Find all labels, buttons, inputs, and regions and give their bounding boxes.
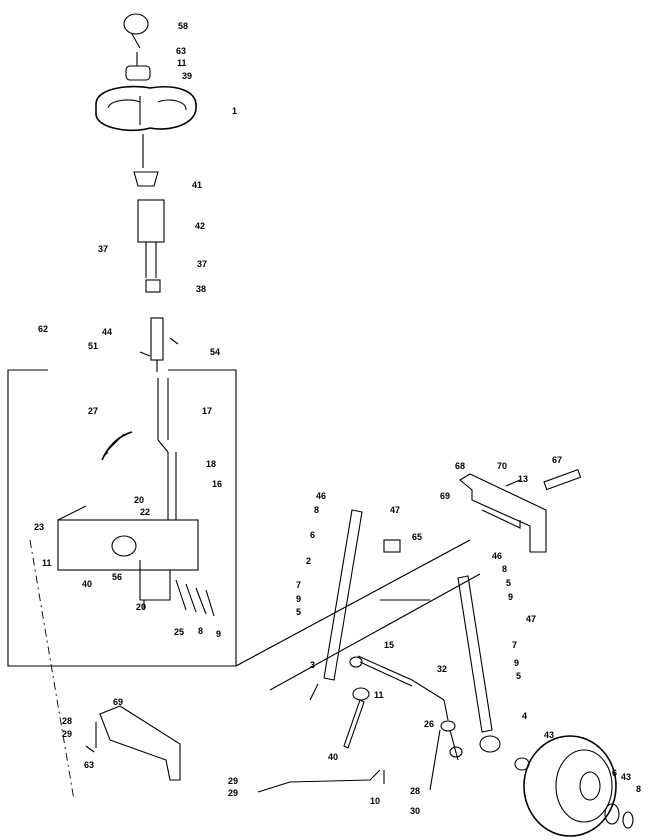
part-label-5-left: 5	[296, 607, 302, 617]
part-label-8-left: 8	[314, 505, 320, 515]
part-label-37-right: 37	[197, 259, 208, 269]
front-wheel-part	[514, 735, 634, 837]
part-label-29-bottom-b: 29	[228, 788, 239, 798]
part-label-47-left: 47	[390, 505, 401, 515]
left-axle-bracket-part	[85, 705, 181, 781]
part-label-20-bottom: 20	[136, 602, 147, 612]
part-label-70: 70	[497, 461, 508, 471]
part-label-9-right: 9	[514, 658, 520, 668]
part-label-46-right: 46	[492, 551, 503, 561]
part-label-47-right: 47	[526, 614, 537, 624]
part-label-11-lower: 11	[374, 690, 384, 700]
part-label-26: 26	[424, 719, 435, 729]
part-label-38: 38	[196, 284, 207, 294]
tie-rod-part	[349, 655, 449, 721]
part-label-63: 63	[176, 46, 187, 56]
part-label-9-right-top: 9	[508, 592, 514, 602]
part-label-23: 23	[34, 522, 45, 532]
axle-bracket-part	[459, 468, 582, 553]
part-label-8-inset: 8	[198, 626, 204, 636]
part-label-29-lower: 29	[62, 729, 73, 739]
part-label-17: 17	[202, 406, 213, 416]
part-label-13: 13	[518, 474, 529, 484]
part-label-41: 41	[192, 180, 203, 190]
part-label-32: 32	[437, 664, 448, 674]
part-label-69-lower: 69	[113, 697, 124, 707]
part-label-25: 25	[174, 627, 185, 637]
part-label-54: 54	[210, 347, 221, 357]
part-label-9-left: 9	[296, 594, 302, 604]
part-label-46-left: 46	[316, 491, 327, 501]
part-label-51: 51	[88, 341, 99, 351]
steering-shaft-part	[157, 378, 177, 520]
steering-adapter-part	[125, 52, 151, 81]
part-label-27: 27	[88, 406, 99, 416]
part-label-5-right-top: 5	[506, 578, 512, 588]
part-label-29-bottom-a: 29	[228, 776, 239, 786]
steering-bushing-part	[145, 242, 161, 293]
steering-gear-inset-box	[7, 369, 237, 667]
part-label-10: 10	[370, 796, 381, 806]
part-label-15: 15	[384, 640, 395, 650]
part-label-6-left: 6	[310, 530, 316, 540]
lower-drag-link-part	[257, 687, 385, 793]
part-label-22: 22	[140, 507, 151, 517]
part-label-42: 42	[195, 221, 206, 231]
part-label-63-lower: 63	[84, 760, 95, 770]
part-label-7-right: 7	[512, 640, 518, 650]
part-label-40-inset: 40	[82, 579, 93, 589]
part-label-2: 2	[306, 556, 312, 566]
part-label-40-lower: 40	[328, 752, 339, 762]
part-label-69-upper: 69	[440, 491, 451, 501]
part-label-39: 39	[182, 71, 193, 81]
part-label-11-inset: 11	[42, 558, 52, 568]
left-drag-link-part	[309, 509, 363, 701]
part-label-1: 1	[232, 106, 238, 116]
part-label-44: 44	[102, 327, 113, 337]
part-label-67: 67	[552, 455, 563, 465]
part-label-8-wheel: 8	[636, 784, 642, 794]
steering-boot-part	[133, 134, 159, 187]
front-axle-main-part	[235, 539, 481, 691]
part-label-8-right: 8	[502, 564, 508, 574]
part-label-5-right: 5	[516, 671, 522, 681]
part-label-58: 58	[178, 21, 189, 31]
steering-shaft-upper-part	[139, 317, 179, 372]
part-label-9-inset: 9	[216, 629, 222, 639]
part-label-4: 4	[522, 711, 528, 721]
sector-gear-part	[101, 431, 133, 461]
steering-cap-part	[123, 13, 149, 49]
part-label-56: 56	[112, 572, 123, 582]
spindle-part	[429, 720, 463, 791]
steering-extension-part	[137, 199, 165, 243]
part-label-28-lower: 28	[62, 716, 73, 726]
part-label-37-left: 37	[98, 244, 109, 254]
part-label-43-top: 43	[544, 730, 555, 740]
part-label-3: 3	[310, 660, 316, 670]
part-label-6-wheel: 6	[612, 768, 618, 778]
part-label-68: 68	[455, 461, 466, 471]
right-drag-link-part	[457, 575, 501, 753]
part-label-65: 65	[412, 532, 423, 542]
part-label-43-right: 43	[621, 772, 632, 782]
part-label-18: 18	[206, 459, 217, 469]
steering-wheel-part	[95, 85, 197, 132]
part-label-7-left: 7	[296, 580, 302, 590]
part-label-30: 30	[410, 806, 421, 816]
pinion-assembly-part	[57, 505, 215, 617]
part-label-16: 16	[212, 479, 223, 489]
part-label-11: 11	[177, 58, 187, 68]
part-label-62: 62	[38, 324, 49, 334]
part-label-20-top: 20	[134, 495, 145, 505]
part-label-28: 28	[410, 786, 421, 796]
